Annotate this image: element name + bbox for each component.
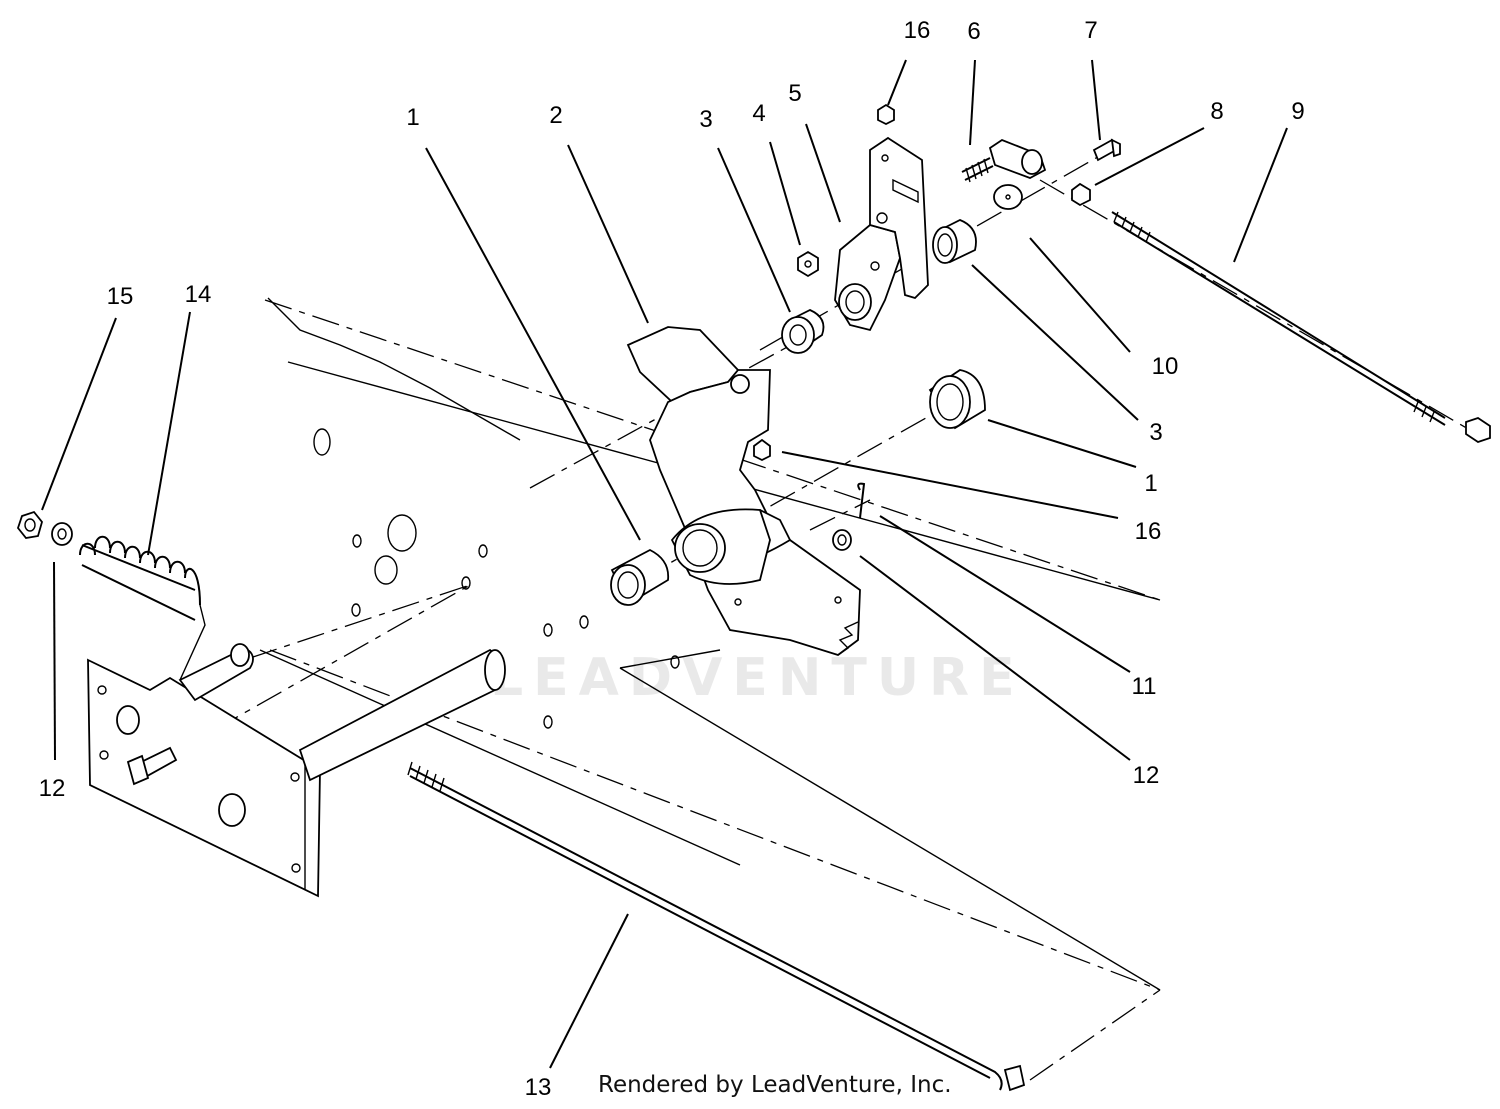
callout-10: 10 — [1151, 353, 1179, 380]
callout-16-top: 16 — [903, 17, 931, 44]
extension-spring — [79, 535, 206, 681]
callout-4: 4 — [752, 100, 766, 127]
bushing-lower — [610, 548, 670, 606]
callout-1-upper: 1 — [406, 104, 420, 131]
cotter-pin-washer — [832, 482, 866, 551]
lower-rod — [407, 761, 1026, 1092]
control-lever — [626, 326, 861, 656]
callout-1-lower: 1 — [1144, 470, 1158, 497]
callout-12-right: 12 — [1132, 762, 1160, 789]
callout-15: 15 — [106, 283, 134, 310]
control-rod — [1111, 211, 1491, 443]
callout-5: 5 — [788, 80, 802, 107]
washer-10 — [993, 184, 1023, 210]
spring-washer-nut — [16, 510, 73, 546]
callout-11: 11 — [1131, 673, 1157, 700]
render-credit: Rendered by LeadVenture, Inc. — [598, 1072, 952, 1098]
bushing-upper-right — [932, 219, 977, 264]
callout-14: 14 — [184, 281, 212, 308]
swivel-bolt — [961, 138, 1121, 183]
nut-top — [877, 103, 895, 126]
callout-12-left: 12 — [38, 775, 66, 802]
mount-plate — [87, 643, 506, 898]
callout-6: 6 — [967, 18, 981, 45]
nut-4 — [797, 250, 819, 278]
callout-7: 7 — [1084, 17, 1098, 44]
nut-8 — [1071, 182, 1091, 207]
watermark-text: LEADVENTURE — [490, 648, 1025, 708]
callout-16-middle: 16 — [1134, 518, 1162, 545]
bushing-right — [928, 369, 986, 430]
callout-8: 8 — [1210, 98, 1224, 125]
callout-2: 2 — [549, 102, 563, 129]
pivot-arm — [834, 224, 901, 332]
nut-middle — [753, 438, 771, 462]
bushing-upper-left — [781, 309, 825, 354]
callout-3-upper: 3 — [699, 106, 713, 133]
arm-plate — [869, 136, 929, 300]
callout-3-lower: 3 — [1149, 419, 1163, 446]
callout-13: 13 — [524, 1074, 552, 1101]
callout-9: 9 — [1291, 98, 1305, 125]
leader-lines — [41, 59, 1288, 1069]
